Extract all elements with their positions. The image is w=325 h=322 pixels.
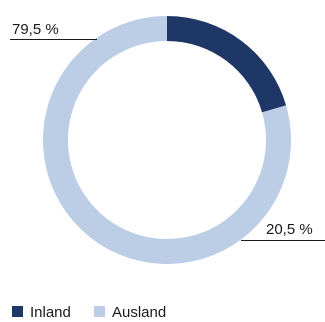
data-label-ausland: 79,5 % bbox=[12, 21, 59, 38]
donut-slice-inland bbox=[167, 16, 287, 113]
legend-swatch-ausland bbox=[94, 306, 105, 317]
legend: Inland Ausland bbox=[12, 304, 166, 321]
legend-label-ausland: Ausland bbox=[112, 304, 166, 321]
data-label-inland: 20,5 % bbox=[266, 221, 313, 238]
donut-slices bbox=[42, 16, 291, 264]
legend-swatch-inland bbox=[12, 306, 23, 317]
legend-label-inland: Inland bbox=[30, 304, 71, 321]
